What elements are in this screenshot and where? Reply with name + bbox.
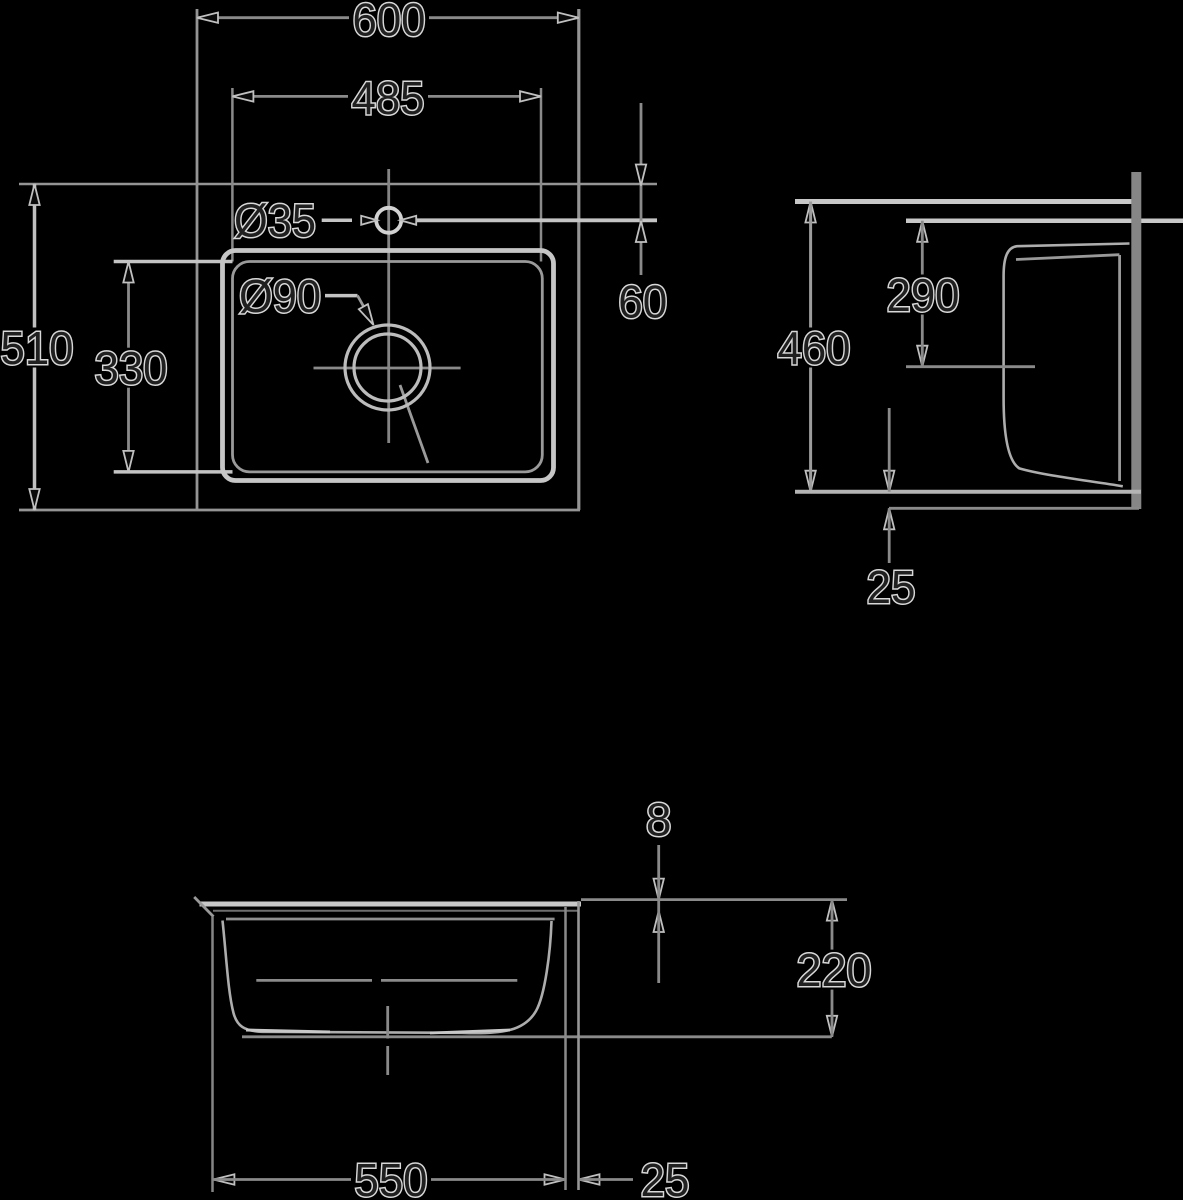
svg-text:485: 485 (352, 72, 425, 124)
svg-text:60: 60 (618, 276, 667, 328)
svg-text:25: 25 (867, 561, 916, 613)
svg-text:220: 220 (797, 944, 872, 996)
svg-text:Ø90: Ø90 (239, 270, 321, 322)
svg-text:Ø35: Ø35 (234, 195, 316, 247)
svg-text:600: 600 (353, 0, 426, 46)
svg-text:550: 550 (355, 1154, 428, 1200)
svg-text:330: 330 (95, 342, 168, 394)
svg-text:510: 510 (1, 322, 74, 374)
svg-text:25: 25 (641, 1154, 690, 1200)
svg-text:460: 460 (778, 322, 851, 374)
svg-text:290: 290 (887, 269, 960, 321)
svg-text:8: 8 (646, 794, 672, 846)
